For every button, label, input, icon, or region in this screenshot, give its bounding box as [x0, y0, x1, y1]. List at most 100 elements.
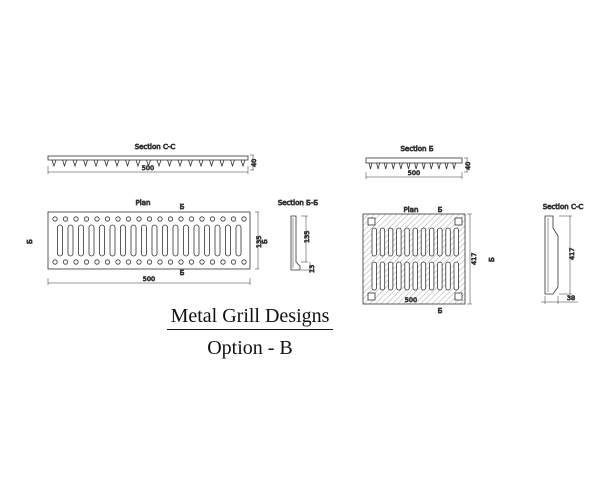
- grill-slot: [99, 224, 105, 257]
- grill-slot: [412, 227, 418, 257]
- plan-label-b: Plan: [404, 206, 419, 214]
- grill-hole: [157, 259, 163, 265]
- grill-slot: [371, 227, 377, 257]
- section-tooth: [368, 162, 373, 170]
- grill-slot: [151, 224, 158, 257]
- section-cc-height-a: 40: [250, 159, 258, 167]
- section-tooth: [399, 162, 403, 170]
- corner-hole-tr: [454, 217, 463, 226]
- section-tooth: [437, 162, 441, 170]
- grill-hole: [199, 216, 205, 222]
- section-cc-teeth-a: [51, 159, 246, 168]
- section-tooth: [421, 162, 426, 170]
- corner-hole-tl: [367, 217, 376, 226]
- plan-holes-a: [52, 216, 247, 265]
- grill-hole: [73, 259, 79, 265]
- drawing-b-plan: Plan Б 417 Б 500 Б: [362, 206, 496, 315]
- drawing-a-section-bb: Section Б-Б 135 13: [277, 199, 318, 274]
- section-b-height-b: 40: [464, 162, 472, 170]
- section-cc-label-b: Section C-C: [543, 203, 584, 211]
- grill-hole: [115, 259, 121, 265]
- section-tooth: [452, 162, 456, 170]
- grill-hole: [188, 216, 195, 222]
- grill-slot: [387, 261, 394, 291]
- grill-slot: [214, 224, 221, 257]
- section-cc-height-b: 417: [568, 248, 576, 260]
- grill-hole: [136, 216, 142, 222]
- section-b-teeth-b: [368, 162, 456, 170]
- grill-hole: [52, 216, 58, 222]
- grill-hole: [188, 259, 195, 265]
- grill-slot: [453, 227, 459, 257]
- section-tooth: [198, 159, 204, 168]
- drawing-a-plan: Plan Б Б Б 135 Б 500: [26, 199, 269, 285]
- grill-hole: [199, 259, 205, 265]
- grill-hole: [220, 216, 226, 222]
- grill-slot: [172, 224, 179, 257]
- grill-hole: [115, 216, 121, 222]
- drawing-a-section-cc: Section C-C 500 40: [47, 143, 258, 174]
- section-tooth: [383, 162, 388, 170]
- section-cc-depth-b: 38: [567, 294, 575, 302]
- drawing-b-section-cc: Section C-C 417 38: [541, 203, 584, 304]
- plan-slots-b: [371, 227, 459, 291]
- drawing-b-section-b: Section Б 500 40: [365, 145, 472, 179]
- section-tooth: [125, 159, 130, 168]
- grill-slot: [109, 224, 116, 257]
- section-tooth: [72, 159, 78, 168]
- section-tooth: [230, 159, 235, 168]
- grill-slot: [204, 224, 210, 257]
- grill-slot: [445, 261, 451, 291]
- grill-hole: [136, 259, 142, 265]
- grill-hole: [125, 259, 132, 265]
- section-tooth: [406, 162, 411, 170]
- section-tooth: [209, 159, 214, 168]
- grill-slot: [162, 224, 168, 257]
- section-cc-profile-b: [544, 215, 559, 295]
- grill-hole: [178, 259, 184, 265]
- cut-mark-right-a: Б: [261, 239, 269, 244]
- grill-slot: [428, 261, 435, 291]
- grill-hole: [104, 216, 111, 222]
- grill-hole: [157, 216, 163, 222]
- grill-hole: [83, 259, 90, 265]
- section-cc-body-a: [47, 155, 249, 161]
- section-tooth: [135, 159, 141, 168]
- grill-hole: [73, 216, 79, 222]
- grill-hole: [209, 259, 216, 265]
- grill-slot: [235, 224, 242, 257]
- cut-mark-top-a: Б: [180, 203, 185, 211]
- grill-hole: [178, 216, 184, 222]
- grill-hole: [125, 216, 132, 222]
- grill-hole: [94, 259, 100, 265]
- section-b-width-b: 500: [408, 169, 420, 177]
- drawing-title-text: Metal Grill Designs: [166, 305, 334, 330]
- plan-height-a: 135: [255, 236, 263, 248]
- grill-slot: [225, 224, 231, 257]
- grill-slot: [379, 261, 386, 291]
- grill-slot: [387, 227, 394, 257]
- plan-width-b: 500: [405, 296, 417, 304]
- grill-slot: [437, 227, 443, 257]
- grill-hole: [220, 259, 226, 265]
- grill-hole: [94, 216, 100, 222]
- grill-hole: [146, 259, 153, 265]
- grill-slot: [130, 224, 137, 257]
- plan-frame-b: [362, 213, 466, 305]
- grill-hole: [83, 216, 90, 222]
- cut-mark-top-b: Б: [438, 206, 443, 214]
- corner-hole-bl: [367, 292, 376, 301]
- section-tooth: [51, 159, 57, 168]
- grill-hole: [104, 259, 111, 265]
- section-bb-profile-a: [290, 215, 301, 271]
- section-tooth: [391, 162, 396, 170]
- grill-slot: [193, 224, 200, 257]
- grill-slot: [141, 224, 147, 257]
- grill-hole: [230, 259, 237, 265]
- section-tooth: [83, 159, 88, 168]
- cut-mark-right-b: Б: [488, 257, 496, 262]
- drawing-subtitle: Option - B: [0, 337, 500, 360]
- section-b-body-b: [365, 157, 463, 164]
- section-cc-width-a: 500: [142, 164, 154, 172]
